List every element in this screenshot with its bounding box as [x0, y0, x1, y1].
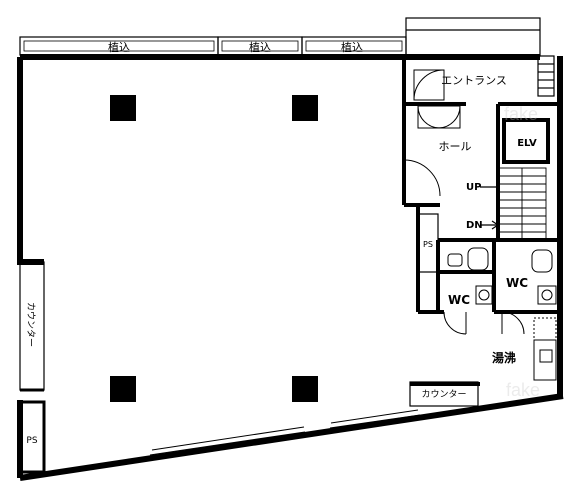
wc-doors: [443, 311, 525, 335]
watermark-2: fake: [506, 380, 540, 400]
core-ps: [417, 213, 439, 273]
wc-right-label: WC: [506, 276, 528, 290]
stairs-up-label: UP: [466, 182, 481, 193]
hall-side-door: [403, 159, 441, 197]
wc-left-label: WC: [448, 293, 470, 307]
hall-label: ホール: [439, 140, 472, 153]
column-2: [292, 95, 318, 121]
kitchenette-label: 湯沸: [492, 350, 516, 365]
bottom-windows: [149, 409, 421, 456]
stairs-down-label: DN: [466, 220, 483, 231]
entrance-doors: [413, 69, 461, 129]
planter-label-2: 植込: [249, 40, 271, 54]
watermark-1: fake: [504, 104, 538, 124]
counter-right-label: カウンター: [421, 389, 466, 400]
planter-label-1: 植込: [108, 40, 130, 54]
elevator-label: ELV: [517, 138, 537, 149]
entrance-label: エントランス: [441, 74, 507, 87]
wc-fixtures: [447, 247, 557, 305]
ps-corner-label: PS: [26, 436, 37, 446]
kitchenette-fixtures: [533, 317, 557, 381]
column-3: [110, 376, 136, 402]
columns: [110, 95, 318, 402]
column-1: [110, 95, 136, 121]
right-counter-box: [409, 381, 479, 407]
outer-walls: [17, 54, 564, 481]
stairs: [480, 167, 547, 241]
left-counter-block: [17, 259, 46, 474]
ps-core-label: PS: [423, 240, 433, 249]
counter-left-label: カウンター: [25, 302, 36, 347]
column-4: [292, 376, 318, 402]
planter-label-3: 植込: [341, 40, 363, 54]
